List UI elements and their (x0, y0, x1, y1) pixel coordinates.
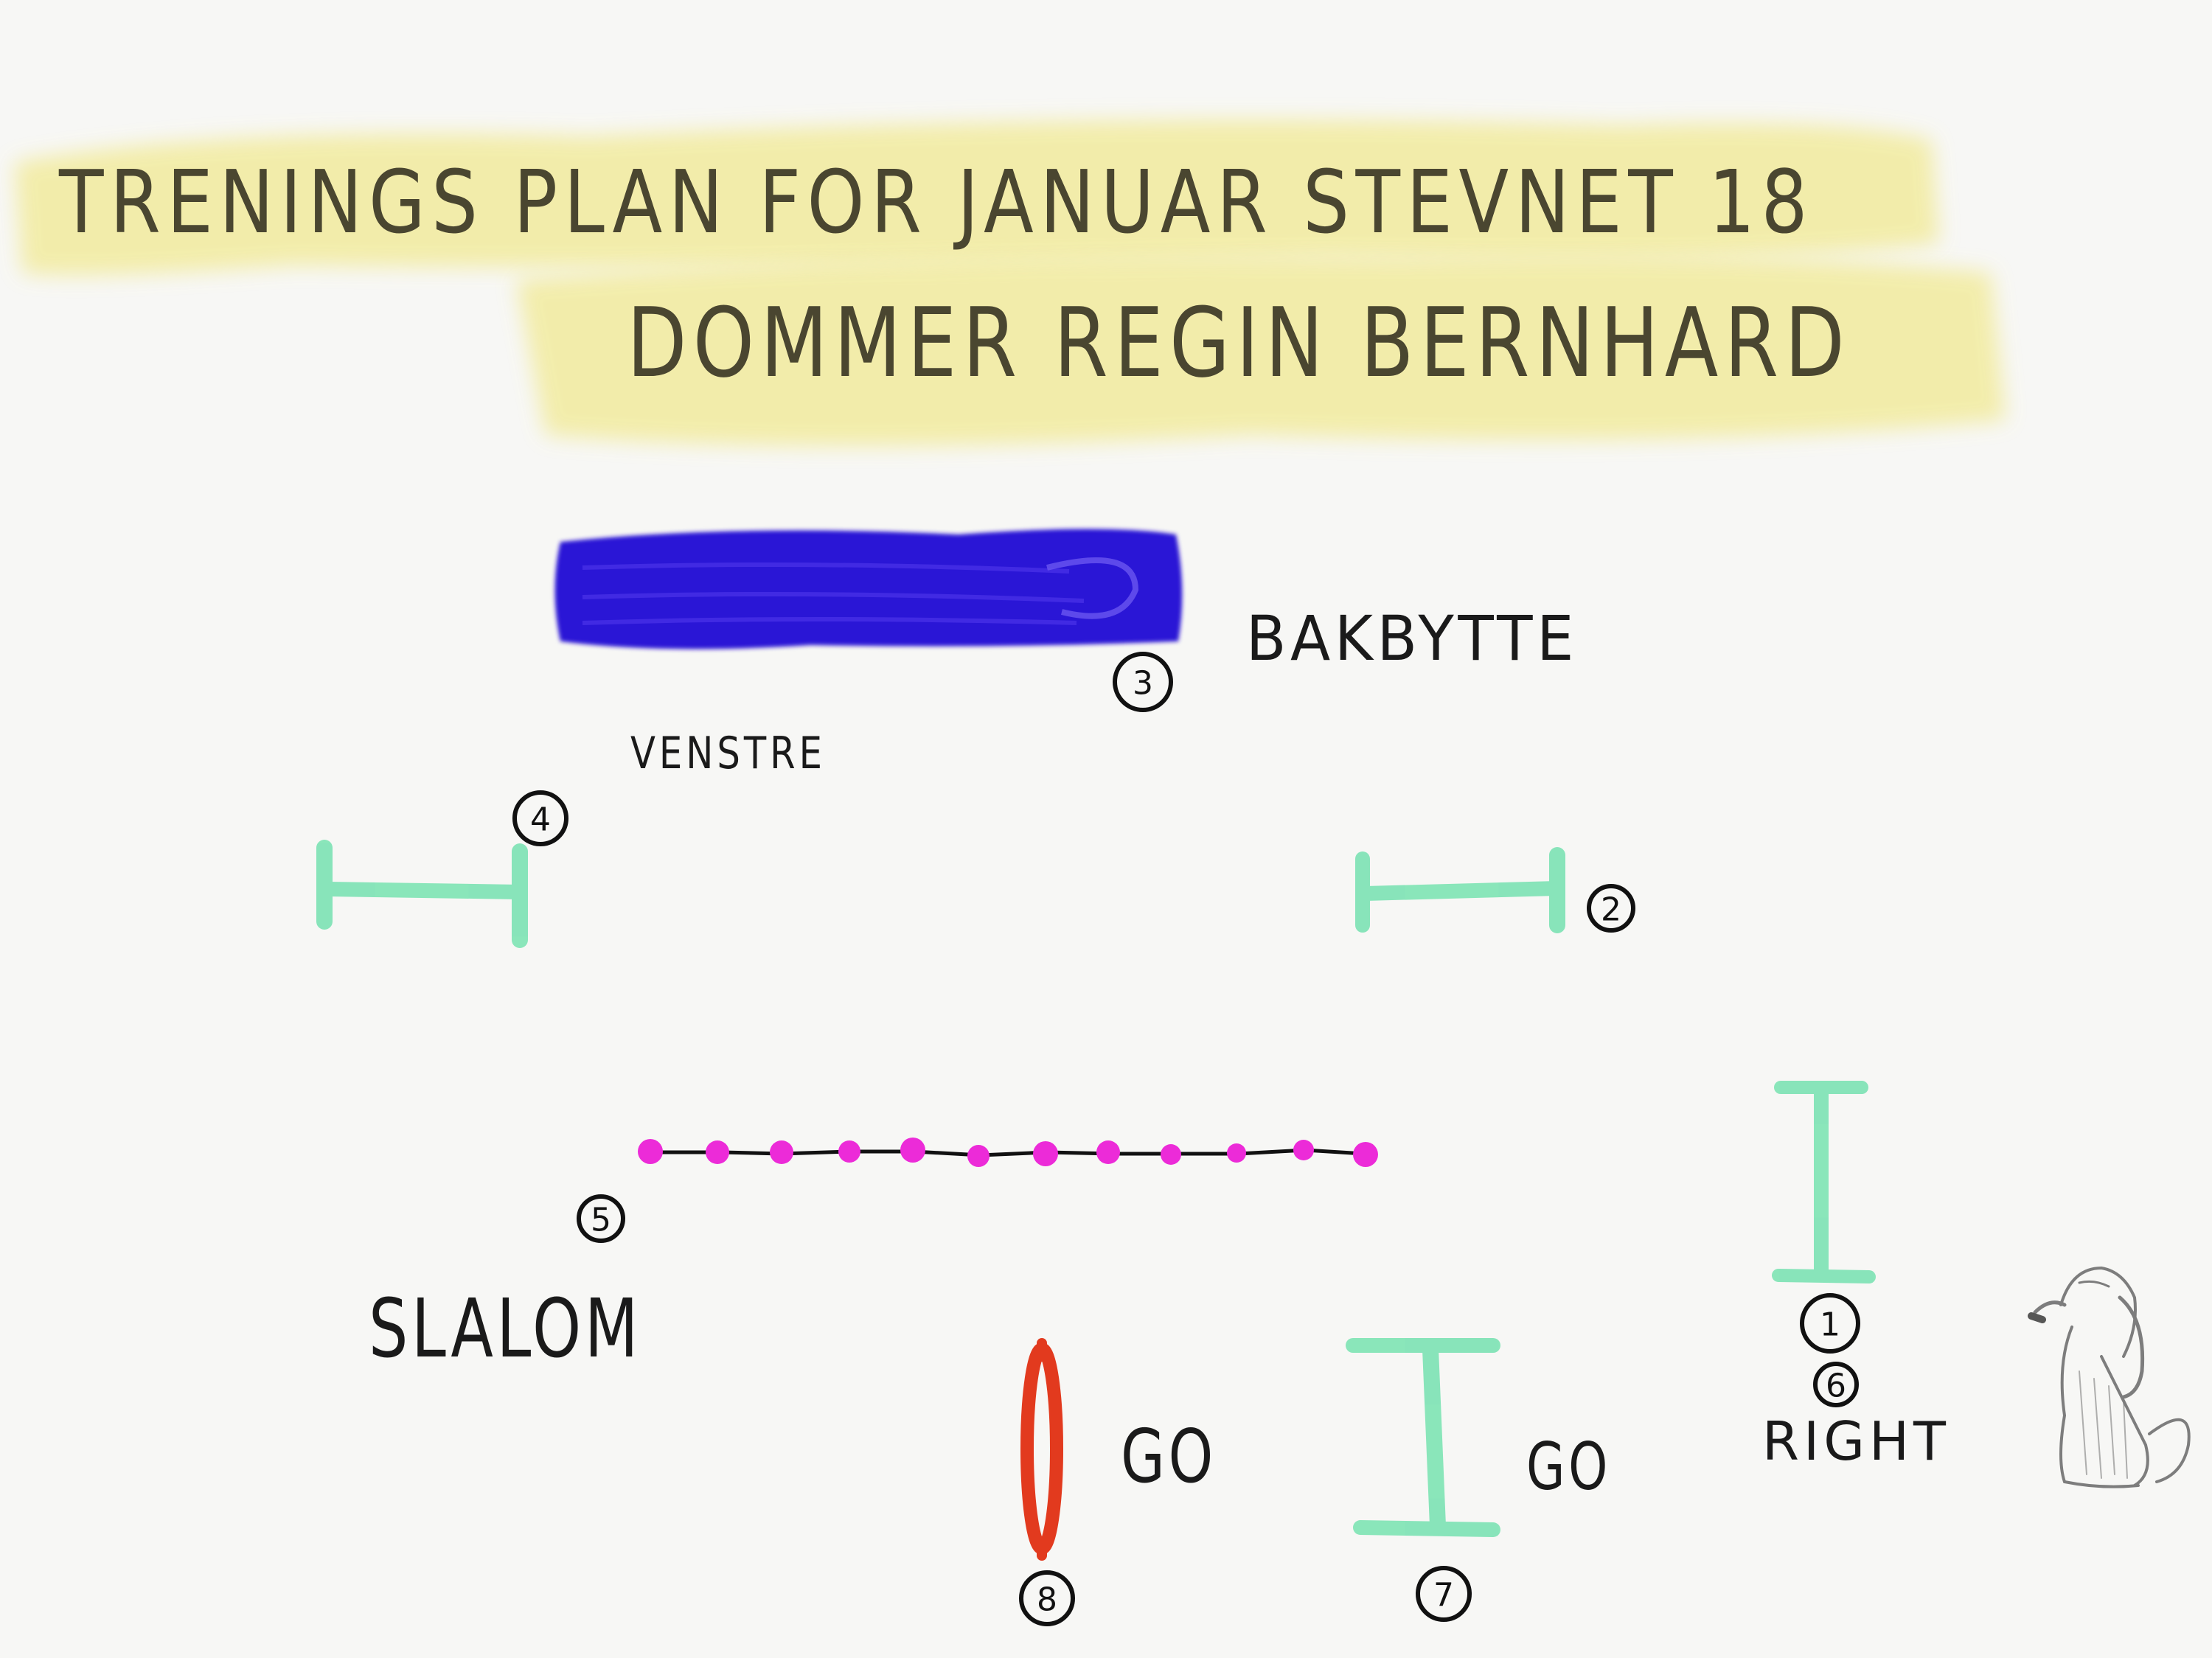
jump-2 (1355, 847, 1565, 933)
number-marker-5: 5 (577, 1194, 625, 1243)
number-marker-1: 1 (1800, 1293, 1860, 1354)
svg-text:6: 6 (1826, 1368, 1846, 1405)
svg-text:2: 2 (1601, 891, 1621, 929)
label-slalom: SLALOM (369, 1281, 641, 1376)
svg-text:8: 8 (1037, 1581, 1057, 1619)
svg-text:5: 5 (591, 1202, 611, 1239)
tunnel-obstacle (554, 529, 1183, 649)
title-line-1: TRENINGS PLAN FOR JANUAR STEVNET 18 (58, 151, 1814, 253)
dog-sketch-icon (2028, 1266, 2191, 1488)
number-marker-3: 3 (1113, 652, 1173, 712)
label-right: RIGHT (1762, 1410, 1950, 1472)
weave-poles (638, 1138, 1378, 1167)
number-marker-8: 8 (1019, 1570, 1075, 1626)
svg-text:4: 4 (530, 801, 551, 839)
number-marker-2: 2 (1587, 884, 1635, 933)
jump-4 (316, 840, 528, 948)
number-marker-7: 7 (1416, 1566, 1472, 1622)
label-go-jump: GO (1526, 1429, 1611, 1505)
number-marker-4: 4 (512, 790, 568, 846)
svg-text:3: 3 (1133, 665, 1153, 703)
jump-1 (1772, 1081, 1876, 1283)
title-highlight (15, 119, 2006, 446)
label-venstre: VENSTRE (630, 728, 826, 779)
title-line-2: DOMMER REGIN BERNHARD (627, 287, 1851, 399)
svg-text:1: 1 (1820, 1306, 1840, 1344)
label-go-tire: GO (1121, 1413, 1217, 1499)
tire-obstacle (1020, 1338, 1063, 1561)
jump-7 (1346, 1338, 1500, 1537)
label-bakbytte: BAKBYTTE (1246, 602, 1578, 675)
svg-text:7: 7 (1433, 1577, 1454, 1615)
number-marker-6: 6 (1813, 1362, 1859, 1407)
